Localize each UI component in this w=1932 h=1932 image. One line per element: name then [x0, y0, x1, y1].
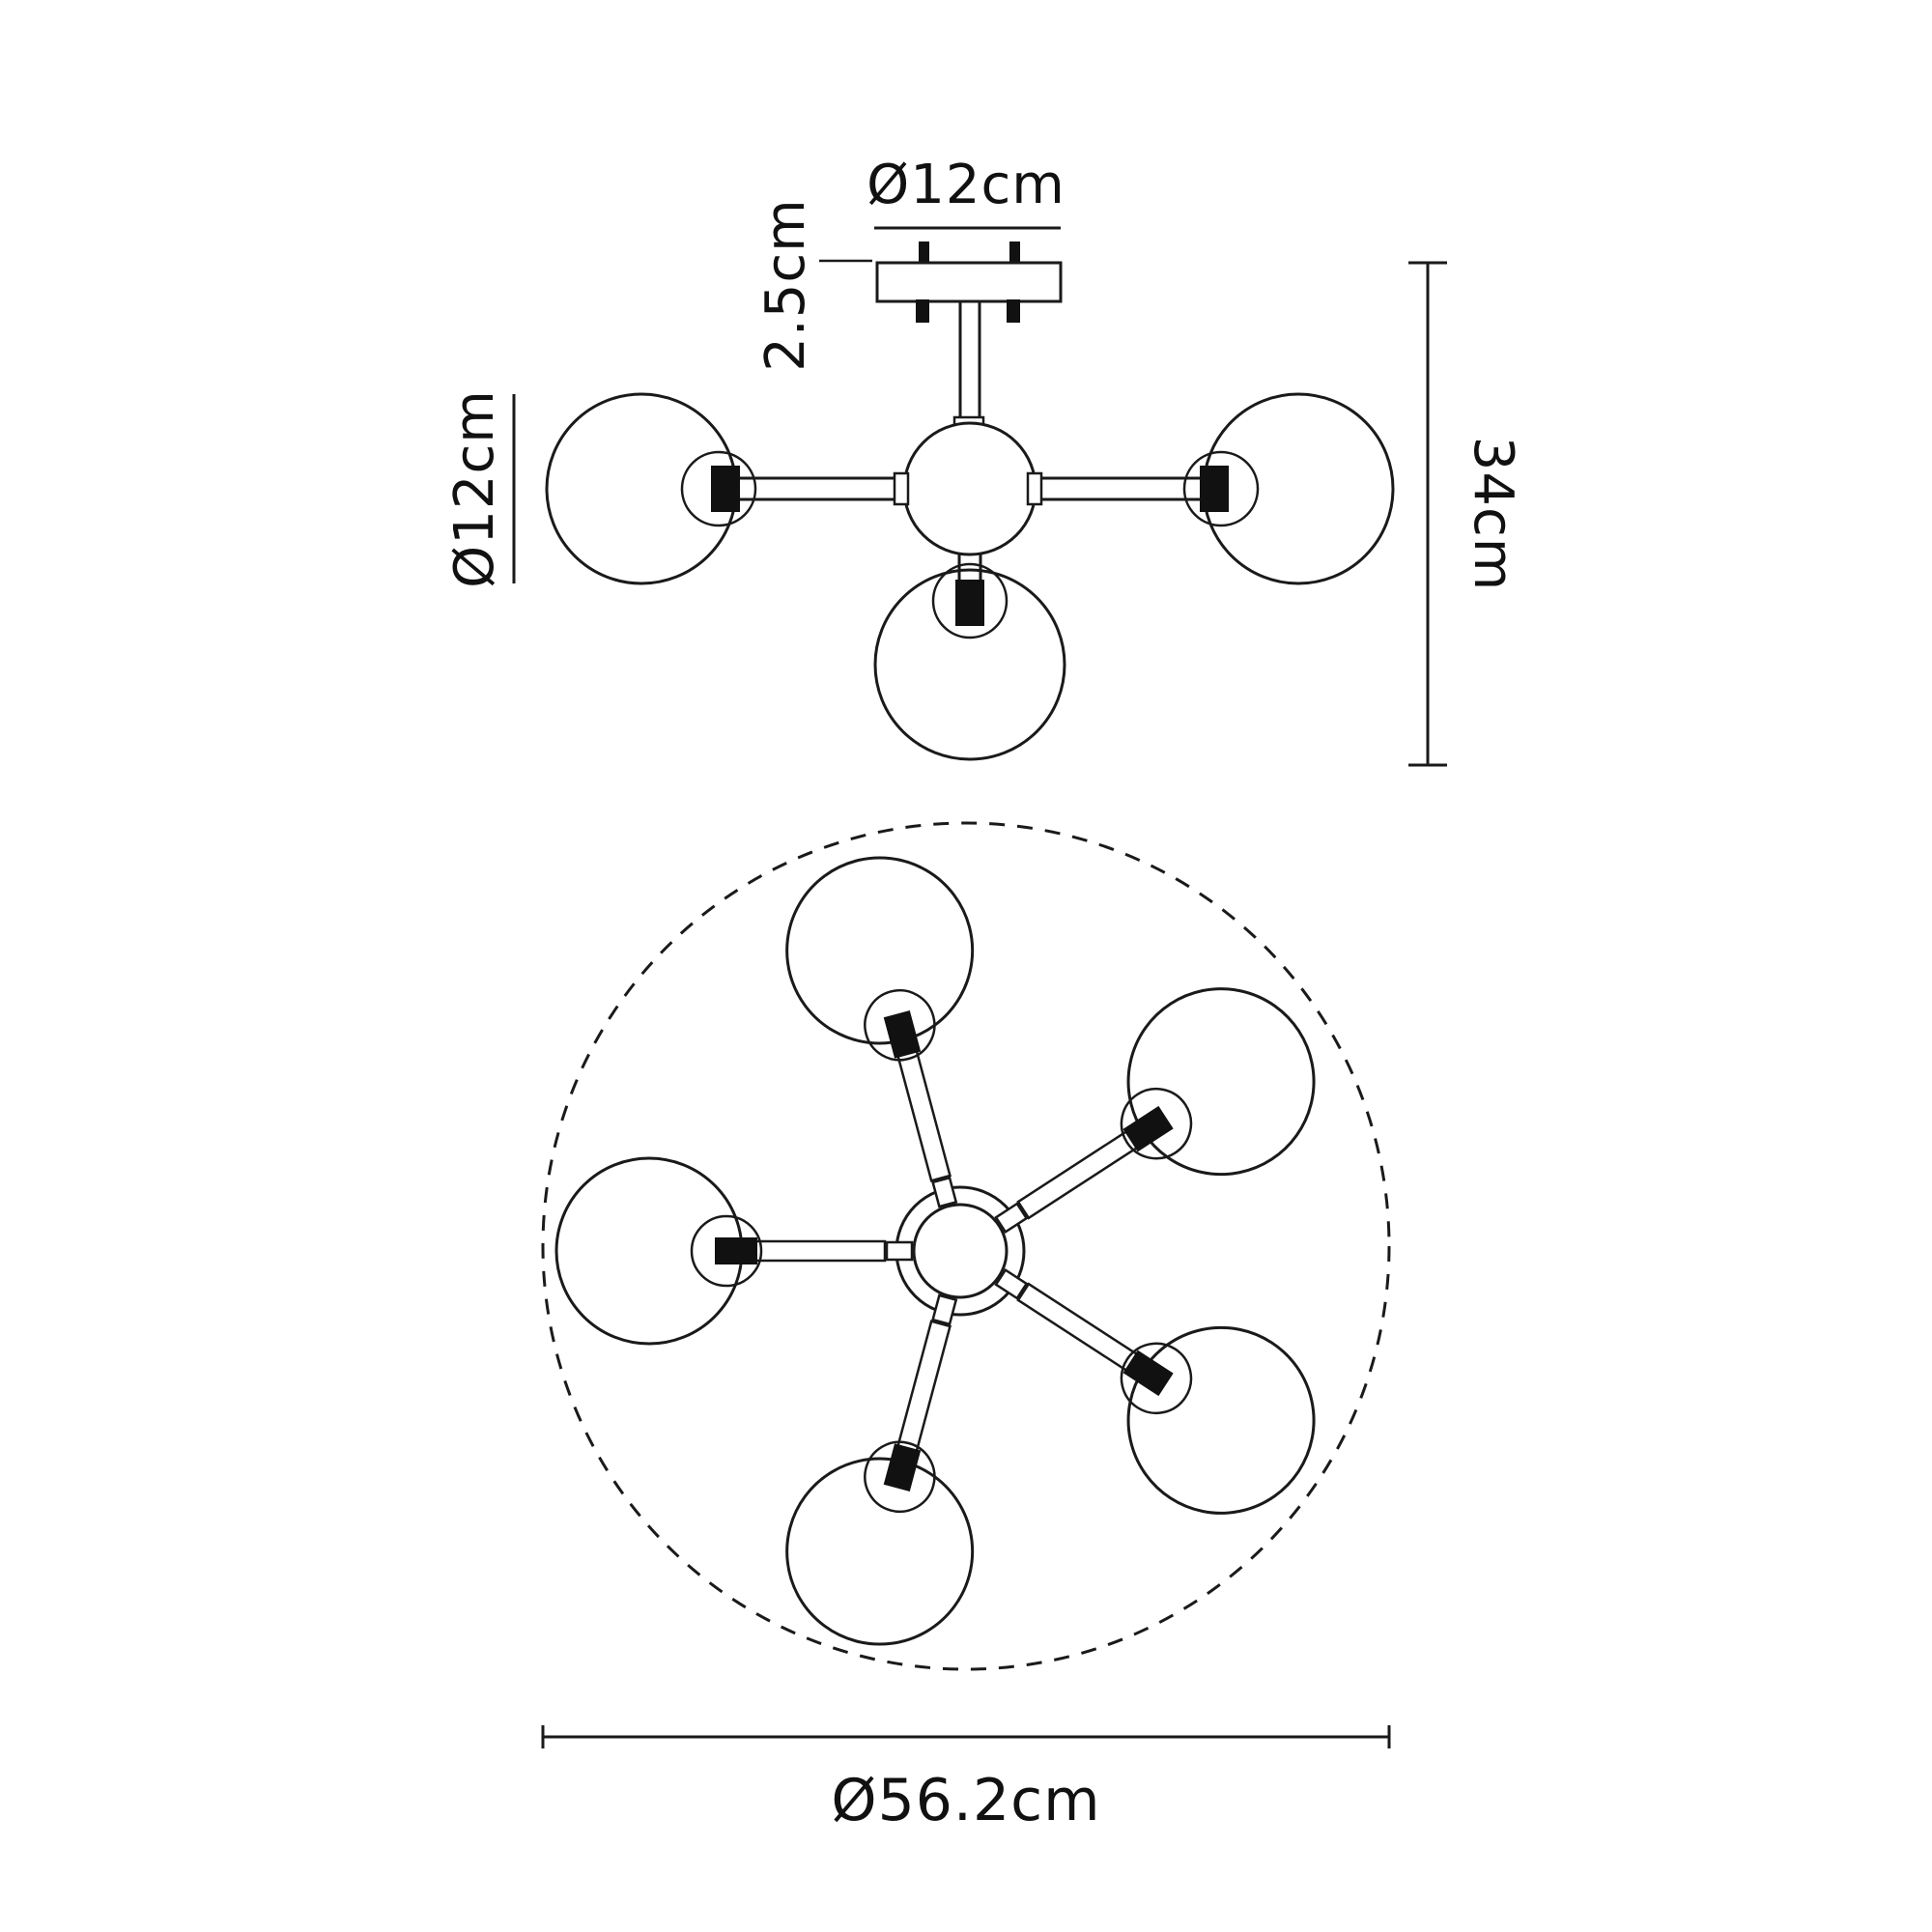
arm-assembly — [994, 1267, 1316, 1515]
lamp-socket — [711, 466, 740, 512]
globe-collar — [1120, 1087, 1193, 1160]
globe-outline — [785, 1457, 975, 1646]
arm-shaft — [1016, 1127, 1143, 1220]
arm-joint — [931, 1293, 958, 1326]
screw-icon — [919, 242, 929, 267]
fixture-height-label: 34cm — [1462, 437, 1524, 592]
arm-right — [1032, 476, 1206, 501]
stem — [958, 299, 981, 427]
globe-left — [545, 392, 757, 585]
plan-view: Ø56.2cm — [541, 821, 1391, 1834]
globe-outline — [1126, 987, 1316, 1177]
height-dimension: 34cm — [1408, 261, 1524, 767]
arm-assembly — [994, 987, 1316, 1235]
globe-collar — [680, 450, 757, 527]
globe-outline — [1126, 1325, 1316, 1515]
dashed-outline-circle — [541, 821, 1391, 1671]
center-body — [902, 421, 1037, 556]
overall-diameter-dimension: Ø56.2cm — [541, 1725, 1391, 1834]
globe-collar — [864, 1440, 936, 1514]
globe-bottom — [873, 562, 1066, 761]
plate-height-label: 2.5cm — [754, 198, 817, 371]
ceiling-plate — [875, 242, 1063, 323]
arm-shaft — [895, 1045, 952, 1182]
side-view: Ø12cm 2.5cm — [443, 154, 1524, 767]
globe-collar — [1120, 1342, 1193, 1415]
arm-joint — [893, 471, 910, 506]
arm-assembly — [785, 856, 975, 1208]
arm-assembly — [785, 1293, 975, 1646]
arm-joint — [931, 1176, 958, 1208]
lamp-socket — [1122, 1350, 1174, 1397]
globe-outline — [545, 392, 738, 585]
globe-collar — [690, 1214, 763, 1288]
lamp-socket — [955, 580, 984, 626]
globe-collar — [864, 988, 936, 1062]
arm-shaft — [1016, 1282, 1143, 1375]
arm-joint — [994, 1202, 1029, 1235]
arm-joint — [994, 1267, 1029, 1300]
globe-collar — [1182, 450, 1260, 527]
arm-joint — [1026, 471, 1043, 506]
arm-shaft — [895, 1320, 952, 1457]
arm-assembly — [554, 1156, 914, 1346]
screw-hook-icon — [1007, 299, 1020, 323]
arm-shaft — [750, 1239, 887, 1263]
center-ring-inner — [912, 1203, 1009, 1299]
center-ring-outer — [895, 1185, 1026, 1317]
globe-right — [1182, 392, 1395, 585]
globe-outline — [554, 1156, 744, 1346]
globe-diameter-label: Ø12cm — [443, 389, 506, 588]
lamp-socket — [715, 1237, 757, 1264]
screw-hook-icon — [916, 299, 929, 323]
lamp-socket — [1200, 466, 1229, 512]
lamp-socket — [883, 1010, 922, 1059]
arm-left — [734, 476, 908, 501]
arm-joint — [885, 1240, 914, 1262]
plate-body — [875, 261, 1063, 303]
globe-outline — [1202, 392, 1395, 585]
plate-diameter-label: Ø12cm — [867, 154, 1065, 216]
globe-outline — [785, 856, 975, 1045]
globe-outline — [873, 568, 1066, 761]
lamp-socket — [1122, 1105, 1174, 1152]
lamp-socket — [883, 1443, 922, 1492]
globe-collar — [931, 562, 1009, 639]
overall-diameter-label: Ø56.2cm — [831, 1767, 1100, 1834]
screw-icon — [1009, 242, 1020, 267]
